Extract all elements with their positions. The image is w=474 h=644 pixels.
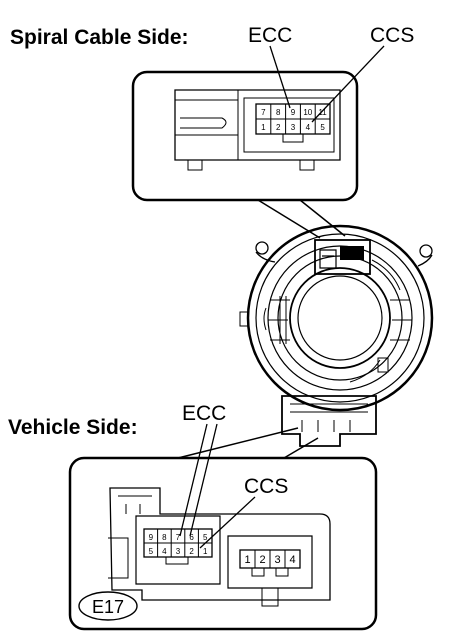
vehicle-pin-label: 8 — [162, 533, 167, 542]
spiral-ccs-label: CCS — [370, 24, 414, 47]
aux-pin-label: 3 — [274, 554, 280, 566]
spiral-pin-label: 1 — [261, 123, 266, 132]
vehicle-pin-label: 2 — [189, 547, 194, 556]
spiral-ccs-leader — [311, 45, 385, 123]
spiral-pin-label: 3 — [291, 123, 296, 132]
vehicle-pin-label: 6 — [189, 533, 194, 542]
spiral-pin-label: 11 — [318, 108, 327, 117]
spiral-pin-label: 10 — [303, 108, 312, 117]
vehicle-ccs-leader — [199, 496, 256, 549]
vehicle-pin-label: 9 — [149, 533, 154, 542]
vehicle-pin-label: 5 — [203, 533, 208, 542]
part-code-oval — [78, 591, 138, 621]
spiral-pin-label: 7 — [261, 108, 266, 117]
spiral-ecc-label: ECC — [248, 24, 292, 47]
spiral-cable-side-title: Spiral Cable Side: — [10, 26, 189, 49]
vehicle-side-title: Vehicle Side: — [8, 416, 138, 439]
vehicle-pin-label: 7 — [176, 533, 181, 542]
spiral-ecc-leader — [269, 45, 291, 109]
vehicle-ecc-label: ECC — [182, 402, 226, 425]
aux-pin-label: 1 — [244, 554, 250, 566]
vehicle-pin-label: 4 — [162, 547, 167, 556]
vehicle-connector-callout: 9 8 7 6 5 5 4 3 2 1 1 2 3 4 E17 — [68, 456, 378, 631]
spiral-pin-label: 5 — [320, 123, 325, 132]
vehicle-pin-label: 3 — [176, 547, 181, 556]
spiral-cable-assembly — [239, 224, 434, 447]
vehicle-pin-label: 5 — [149, 547, 154, 556]
spiral-pin-label: 2 — [276, 123, 281, 132]
aux-pin-label: 4 — [289, 554, 295, 566]
part-code-label: E17 — [92, 597, 124, 617]
spiral-pin-label: 4 — [306, 123, 311, 132]
vehicle-ccs-label: CCS — [244, 475, 288, 498]
spiral-pin-label: 9 — [291, 108, 296, 117]
spiral-cable-connector-callout: 7 8 9 10 11 1 2 3 4 5 — [131, 70, 359, 202]
vehicle-ecc-leader — [179, 423, 208, 537]
aux-pin-label: 2 — [259, 554, 265, 566]
vehicle-pin-label: 1 — [203, 547, 208, 556]
spiral-pin-label: 8 — [276, 108, 281, 117]
